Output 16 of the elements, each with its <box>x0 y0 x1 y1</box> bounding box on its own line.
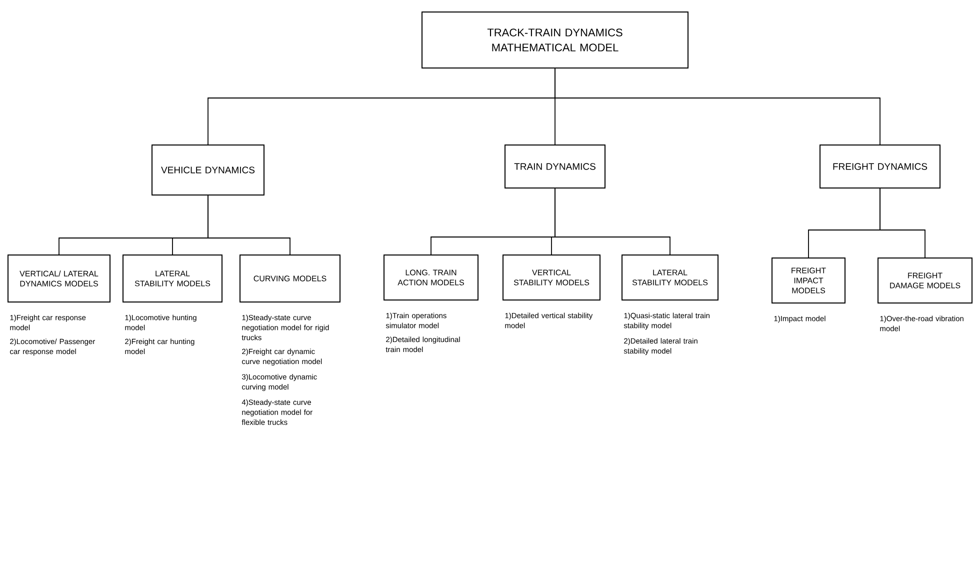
model-box: VERTICAL STABILITY MODELS <box>502 254 600 300</box>
connector-line <box>554 188 670 255</box>
model-box: TRACK-TRAIN DYNAMICS MATHEMATICAL MODEL <box>422 12 688 68</box>
model-box: LATERAL STABILITY MODELS <box>622 254 718 300</box>
model-box: FREIGHT DAMAGE MODELS <box>878 258 972 304</box>
model-box: TRAIN DYNAMICS <box>504 144 606 188</box>
model-box: VEHICLE DYNAMICS <box>152 144 264 196</box>
model-box: CURVING MODELS <box>240 254 340 302</box>
model-box: FREIGHT IMPACT MODELS <box>772 258 846 304</box>
connector-line <box>554 68 880 145</box>
connector-line <box>880 188 926 258</box>
model-box: VERTICAL/ LATERAL DYNAMICS MODELS <box>8 254 110 302</box>
connector-line <box>208 195 290 255</box>
model-box: LONG. TRAIN ACTION MODELS <box>384 254 478 300</box>
model-box: LATERAL STABILITY MODELS <box>122 254 222 302</box>
model-box: FREIGHT DYNAMICS <box>820 144 940 188</box>
